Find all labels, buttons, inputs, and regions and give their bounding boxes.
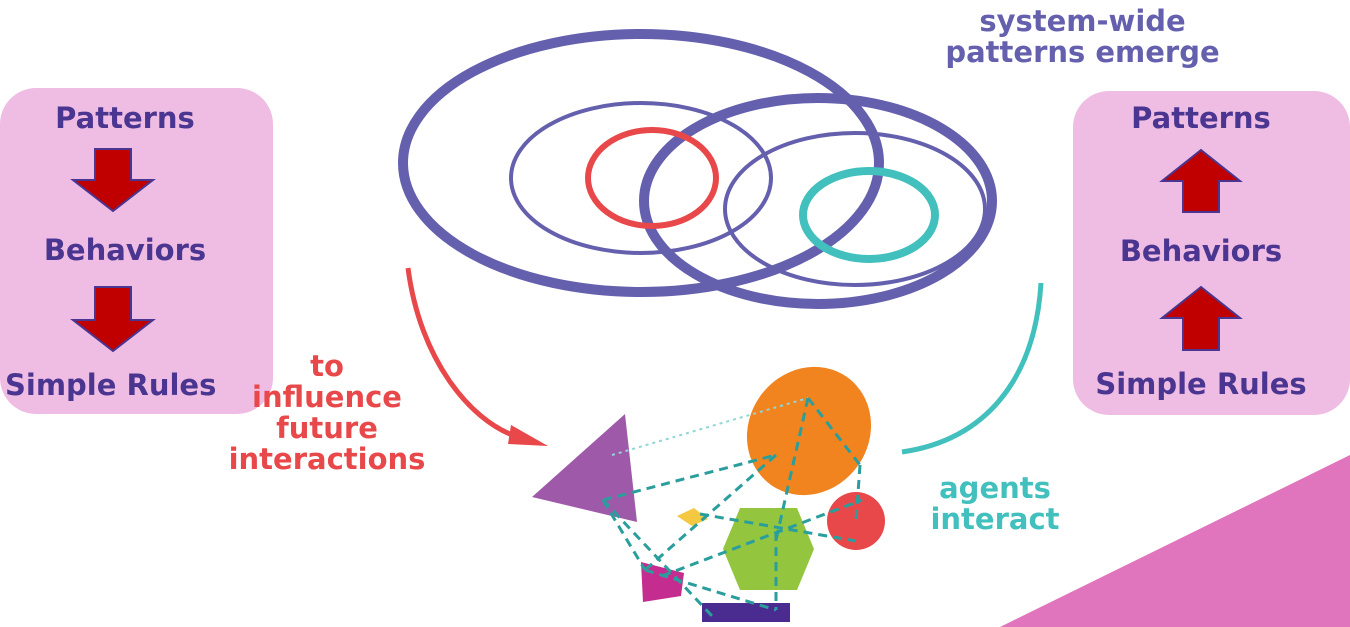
teal-ring (799, 167, 939, 263)
right-behaviors-label: Behaviors (1119, 234, 1283, 268)
influence-line-1: to (310, 349, 344, 383)
outer-ring-right (639, 93, 997, 309)
purple-triangle-agent (532, 414, 637, 522)
interaction-lines (601, 397, 863, 618)
inner-ring-right (723, 131, 987, 287)
ring-group (398, 29, 997, 309)
right-patterns-label: Patterns (1131, 101, 1271, 135)
influence-arrowhead (508, 425, 548, 446)
outer-ring-left (398, 29, 884, 297)
yellow-diamond-agent (677, 508, 708, 526)
emerge-line-2: patterns emerge (945, 35, 1220, 69)
inner-ring-left (509, 101, 773, 255)
left-panel (0, 88, 273, 414)
down-arrow-1 (70, 148, 156, 213)
red-circle-agent (827, 492, 885, 550)
corner-triangle (1000, 455, 1350, 627)
interact-curve (901, 282, 1044, 455)
orange-agent (746, 366, 872, 496)
influence-curve (405, 267, 516, 439)
influence-annotation: to influence future interactions (198, 351, 456, 475)
interact-annotation: agents interact (910, 473, 1080, 535)
navy-bar-agent (702, 603, 790, 622)
right-simple-rules-label: Simple Rules (1095, 367, 1307, 401)
red-ring (585, 127, 719, 229)
up-arrow-1 (1159, 148, 1243, 213)
left-simple-rules-label: Simple Rules (5, 368, 217, 402)
interact-line-1: agents (939, 471, 1051, 505)
emerge-annotation: system-wide patterns emerge (880, 6, 1285, 68)
interact-line-2: interact (930, 502, 1060, 536)
up-arrow-2 (1159, 285, 1243, 351)
down-arrow-2 (70, 286, 156, 353)
influence-line-2: influence (252, 380, 402, 414)
emerge-line-1: system-wide (979, 4, 1186, 38)
agents-cluster (532, 366, 885, 622)
left-patterns-label: Patterns (55, 101, 195, 135)
influence-line-3: future (276, 411, 378, 445)
influence-line-4: interactions (228, 442, 426, 476)
left-behaviors-label: Behaviors (43, 233, 207, 267)
right-panel (1073, 91, 1350, 415)
